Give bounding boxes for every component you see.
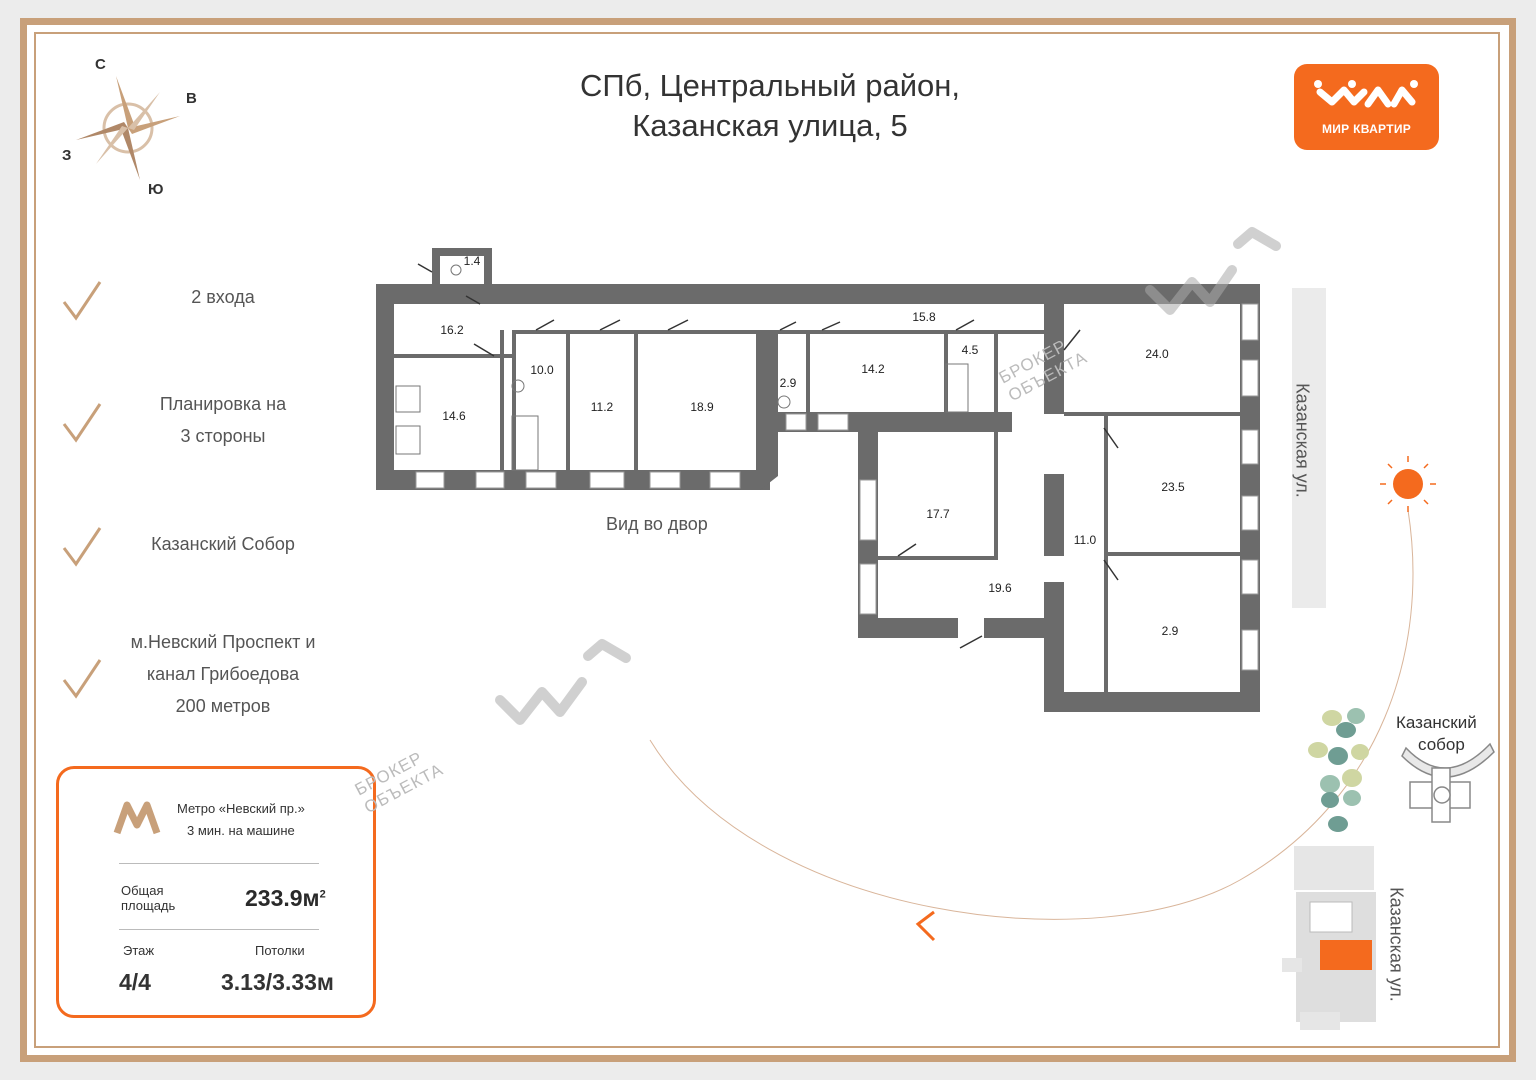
checkmark-icon xyxy=(62,403,102,443)
cathedral-label-line-2: собор xyxy=(1418,735,1465,754)
floor-label: Этаж xyxy=(123,943,155,958)
feature-cathedral: Казанский Собор xyxy=(88,528,358,560)
info-box: Метро «Невский пр.» 3 мин. на машине Общ… xyxy=(56,766,376,1018)
room-area: 23.5 xyxy=(1161,480,1185,494)
room-area: 10.0 xyxy=(530,363,554,377)
windows xyxy=(415,303,1259,671)
area-value: 233.9м2 xyxy=(245,885,326,912)
room-area: 1.4 xyxy=(464,254,481,268)
room-area: 14.6 xyxy=(442,409,466,423)
feature-line: м.Невский Проспект и xyxy=(130,632,316,652)
sun-icon xyxy=(1380,456,1436,512)
title-line-1: СПб, Центральный район, xyxy=(580,68,960,103)
street-label-right: Казанская ул. xyxy=(1292,383,1313,498)
park-trees xyxy=(1308,708,1369,832)
street-label-map: Казанская ул. xyxy=(1386,887,1407,1002)
divider xyxy=(119,863,319,864)
checkmark-icon xyxy=(62,527,102,567)
feature-line: Планировка на xyxy=(159,394,287,414)
feature-line: 3 стороны xyxy=(180,426,266,446)
mir-kvartir-logo-icon xyxy=(1314,80,1418,108)
room-area: 14.2 xyxy=(861,362,885,376)
ceiling-value: 3.13/3.33м xyxy=(221,969,334,995)
compass-rose-icon xyxy=(76,76,180,180)
cathedral-icon xyxy=(1401,742,1495,823)
room-area: 24.0 xyxy=(1145,347,1169,361)
feature-line: 2 входа xyxy=(191,287,255,307)
area-value-number: 233.9м xyxy=(245,885,320,911)
brand-logo[interactable]: МИР КВАРТИР xyxy=(1294,64,1439,150)
checkmark-icon xyxy=(62,659,102,699)
room-area: 16.2 xyxy=(440,323,464,337)
compass-north: С xyxy=(95,56,106,73)
feature-metro: м.Невский Проспект и канал Грибоедова 20… xyxy=(88,626,358,722)
page-title: СПб, Центральный район, Казанская улица,… xyxy=(470,66,1070,146)
feature-line: 200 метров xyxy=(175,696,271,716)
compass-south: Ю xyxy=(148,181,164,198)
street-strip xyxy=(1292,288,1326,608)
room-area: 11.0 xyxy=(1074,533,1097,547)
divider xyxy=(119,929,319,930)
room-area: 15.8 xyxy=(912,310,936,324)
inner-background xyxy=(27,25,1509,1055)
location-map xyxy=(1282,846,1376,1030)
area-label-2: площадь xyxy=(121,898,176,913)
room-area: 19.6 xyxy=(988,581,1012,595)
metro-logo-icon xyxy=(113,801,161,835)
inner-frame-line xyxy=(34,32,1500,1048)
room-labels: 1.4 16.2 10.0 14.6 11.2 18.9 2.9 14.2 15… xyxy=(440,254,1185,638)
area-unit-superscript: 2 xyxy=(319,888,326,901)
title-line-2: Казанская улица, 5 xyxy=(632,108,908,143)
logo-text: МИР КВАРТИР xyxy=(1321,122,1412,136)
room-area: 11.2 xyxy=(591,400,614,414)
moon-icon xyxy=(627,706,658,759)
checkmark-icon xyxy=(62,281,102,321)
room-area: 2.9 xyxy=(780,376,797,390)
compass-east: В xyxy=(186,90,197,107)
courtyard-view-label: Вид во двор xyxy=(606,514,708,534)
room-area: 4.5 xyxy=(962,343,979,357)
room-area: 2.9 xyxy=(1162,624,1179,638)
sun-path-arc xyxy=(649,509,1414,920)
feature-entrances: 2 входа xyxy=(88,281,358,313)
room-area: 18.9 xyxy=(690,400,714,414)
bathroom-fixtures xyxy=(395,264,969,471)
door-marks xyxy=(417,263,1119,649)
ceiling-label: Потолки xyxy=(255,943,305,958)
feature-layout: Планировка на 3 стороны xyxy=(88,388,358,452)
watermark-logo-icon xyxy=(495,227,1281,725)
floor-value: 4/4 xyxy=(119,969,151,995)
walls xyxy=(376,248,1260,712)
compass-west: З xyxy=(62,147,72,164)
arrow-icon xyxy=(915,910,936,942)
cathedral-label-line-1: Казанский xyxy=(1396,713,1477,732)
area-label-1: Общая xyxy=(121,883,164,898)
room-area: 17.7 xyxy=(926,507,950,521)
feature-line: канал Грибоедова xyxy=(146,664,300,684)
metro-station: Метро «Невский пр.» xyxy=(177,801,305,816)
cathedral-label: Казанский собор xyxy=(1396,712,1477,756)
feature-line: Казанский Собор xyxy=(151,534,295,554)
metro-time: 3 мин. на машине xyxy=(187,823,295,838)
